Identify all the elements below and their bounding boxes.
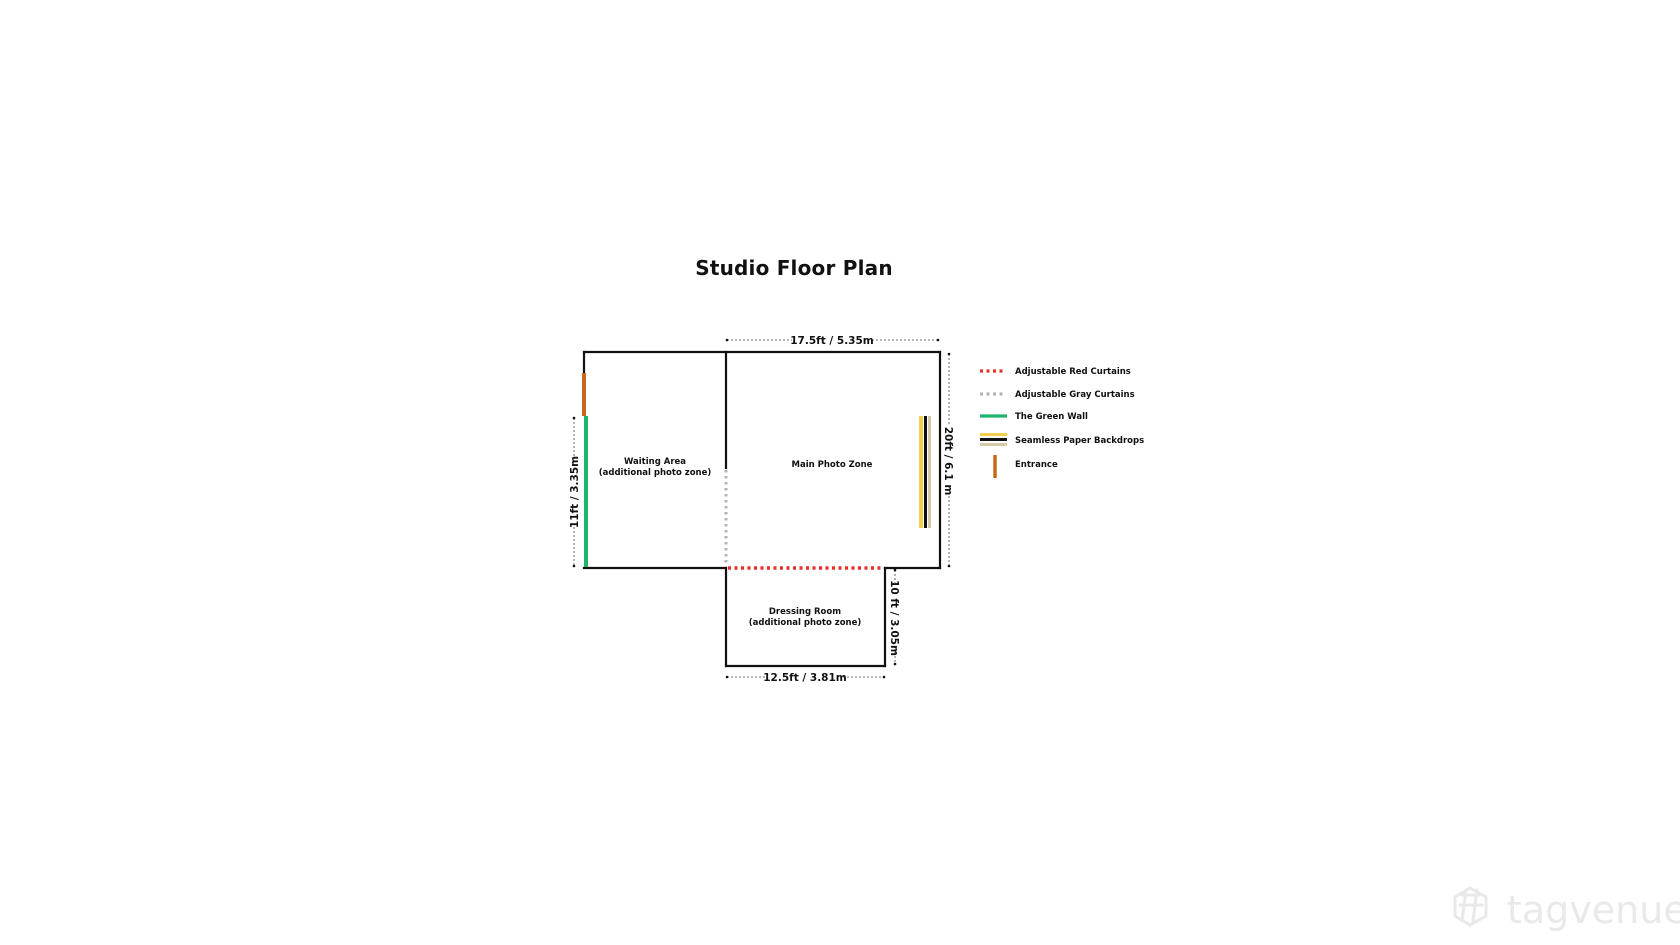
legend-label-entrance: Entrance (1015, 460, 1058, 470)
walls (582, 350, 942, 668)
room-label-waiting-line1: Waiting Area (624, 457, 686, 467)
watermark-text: tagvenue (1507, 888, 1680, 932)
dimension-bottom-width: 12.5ft / 3.81m (763, 672, 847, 684)
legend-label-red-curtains: Adjustable Red Curtains (1015, 367, 1131, 377)
dimension-top-width: 17.5ft / 5.35m (790, 335, 874, 347)
dimension-ticks (572, 338, 951, 679)
room-label-dressing-line2: (additional photo zone) (749, 618, 862, 628)
legend-label-gray-curtains: Adjustable Gray Curtains (1015, 390, 1135, 400)
legend-label-green-wall: The Green Wall (1015, 412, 1088, 422)
room-label-waiting-line2: (additional photo zone) (599, 468, 712, 478)
room-label-dressing-line1: Dressing Room (769, 607, 841, 617)
legend-backdrop-swatch (980, 433, 1007, 446)
legend: Adjustable Red Curtains Adjustable Gray … (980, 367, 1144, 478)
watermark: tagvenue (1453, 886, 1680, 932)
legend-label-backdrops: Seamless Paper Backdrops (1015, 436, 1144, 446)
seamless-backdrops (919, 416, 931, 528)
tagvenue-logo-icon (1453, 886, 1488, 927)
room-label-main: Main Photo Zone (792, 460, 873, 470)
dimension-right-height: 20ft / 6.1 m (942, 427, 954, 496)
dimension-lines (573, 339, 950, 678)
dimension-left-height: 11ft / 3.35m (569, 456, 581, 528)
page-title: Studio Floor Plan (695, 256, 893, 280)
dimension-dressing-height: 10 ft / 3.05m (888, 580, 900, 656)
